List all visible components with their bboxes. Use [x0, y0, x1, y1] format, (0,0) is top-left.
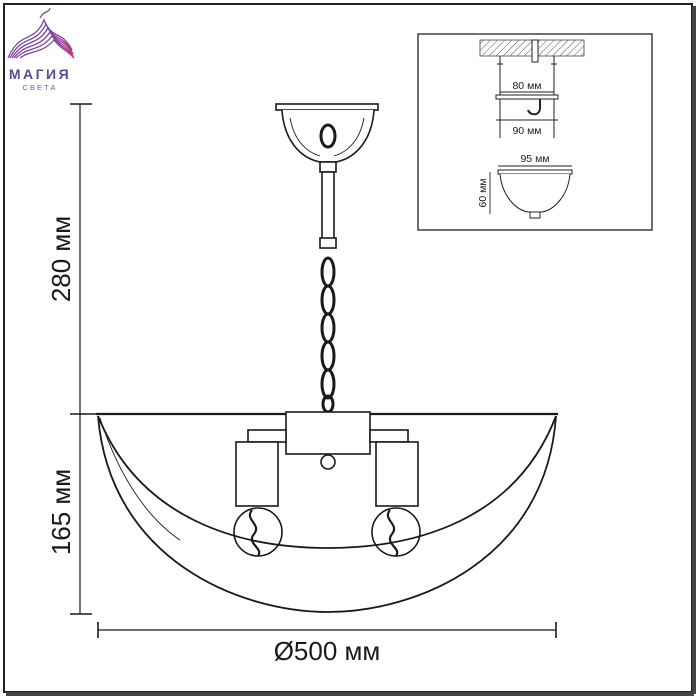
brand-logo: МАГИЯ СВЕТА [7, 7, 75, 92]
left-bulb [233, 507, 283, 557]
chain [320, 256, 336, 414]
inset-dim-canopy-height: 60 мм [477, 178, 489, 207]
inset-dim-canopy-width: 95 мм [520, 153, 549, 165]
inset-dim-plate-width: 90 мм [512, 125, 541, 137]
inset-dim-hook-spacing: 80 мм [512, 80, 541, 92]
dimension-height-bottom: 165 мм [46, 469, 76, 555]
dimension-lines [70, 103, 557, 638]
dimension-diameter: Ø500 мм [274, 636, 381, 666]
logo-wave-icon [7, 7, 75, 59]
chandelier-drawing [96, 103, 558, 613]
logo-tagline: СВЕТА [23, 83, 58, 92]
inset-canopy [497, 169, 573, 219]
mounting-plate [495, 94, 559, 100]
mounting-detail-inset: 80 мм 90 мм 95 мм 60 мм [417, 33, 653, 231]
logo-name: МАГИЯ [9, 66, 71, 82]
ceiling-anchor [531, 39, 539, 63]
right-bulb [371, 507, 421, 557]
ceiling-canopy [275, 103, 379, 173]
hook-icon [527, 99, 541, 116]
dimension-height-top: 280 мм [46, 216, 76, 302]
